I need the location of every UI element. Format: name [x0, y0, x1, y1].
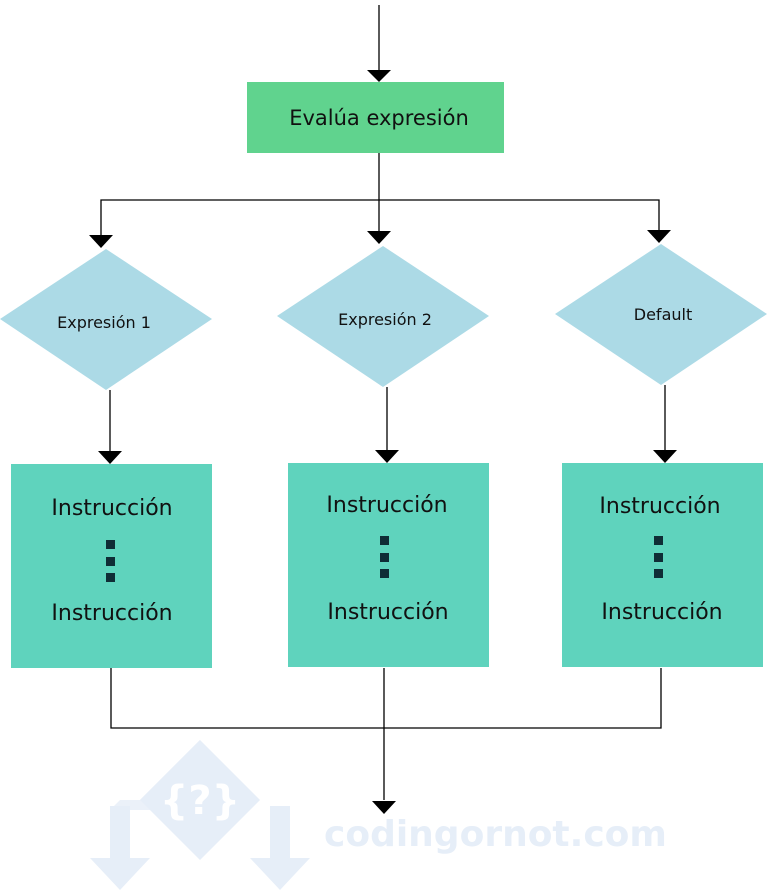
connectors: [100, 5, 666, 800]
decision-label: Expresión 2: [338, 310, 432, 329]
instruction-first: Instrucción: [326, 493, 447, 518]
watermark: {?} codingornot.com: [90, 740, 667, 890]
decision-case-2: Expresión 2: [277, 246, 489, 387]
decision-case-3: Default: [555, 244, 767, 385]
decision-case-1: Expresión 1: [0, 249, 212, 390]
decision-label: Expresión 1: [57, 313, 151, 332]
case1-arrowhead: [89, 235, 113, 248]
merge-line: [110, 668, 662, 729]
instruction-last: Instrucción: [51, 601, 172, 626]
instruction-first: Instrucción: [599, 494, 720, 519]
block1-arrowhead: [98, 451, 122, 464]
entry-arrowhead: [367, 70, 391, 82]
block2-arrowhead: [375, 450, 399, 463]
ellipsis-icon: [380, 536, 389, 578]
instruction-first: Instrucción: [51, 496, 172, 521]
instruction-block-3: Instrucción Instrucción: [562, 463, 763, 667]
block3-arrowhead: [653, 450, 677, 463]
case3-arrowhead: [647, 230, 671, 243]
case2-arrowhead: [367, 231, 391, 244]
ellipsis-icon: [106, 540, 115, 582]
watermark-text: codingornot.com: [324, 814, 667, 855]
exit-arrowhead: [372, 801, 396, 814]
instruction-block-1: Instrucción Instrucción: [11, 464, 212, 668]
ellipsis-icon: [654, 536, 663, 578]
instruction-last: Instrucción: [601, 600, 722, 625]
arrowheads: [89, 70, 677, 814]
split-line: [100, 199, 660, 236]
watermark-logo-icon: [90, 740, 310, 890]
decision-label: Default: [634, 305, 692, 324]
instruction-last: Instrucción: [327, 600, 448, 625]
start-box: Evalúa expresión: [247, 82, 504, 153]
instruction-block-2: Instrucción Instrucción: [288, 463, 489, 667]
watermark-logo-glyph: {?}: [160, 778, 240, 824]
start-box-label: Evalúa expresión: [289, 106, 469, 130]
